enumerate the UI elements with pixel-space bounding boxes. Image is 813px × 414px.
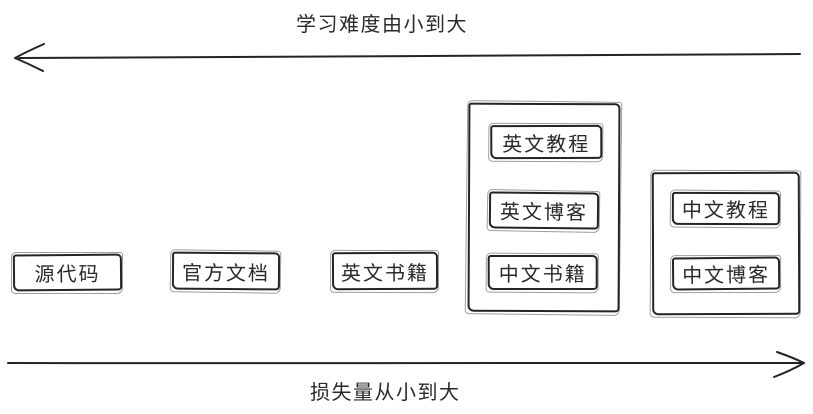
box-chinese-books: 中文书籍: [487, 254, 598, 291]
group-english-sources: 英文教程 英文博客 中文书籍: [467, 102, 621, 313]
box-english-blogs: 英文博客: [488, 191, 600, 230]
top-axis-label: 学习难度由小到大: [296, 14, 468, 36]
bottom-axis-label: 损失量从小到大: [310, 382, 461, 404]
box-english-books: 英文书籍: [331, 251, 439, 291]
box-official-docs: 官方文档: [171, 251, 281, 291]
box-source-code: 源代码: [12, 253, 123, 292]
right-arrow-icon: [7, 351, 805, 378]
group-chinese-sources: 中文教程 中文博客: [651, 171, 801, 316]
box-chinese-blogs: 中文博客: [671, 256, 781, 291]
box-chinese-tutorials: 中文教程: [671, 191, 780, 226]
left-arrow-icon: [14, 43, 801, 72]
box-english-tutorials: 英文教程: [490, 124, 603, 160]
